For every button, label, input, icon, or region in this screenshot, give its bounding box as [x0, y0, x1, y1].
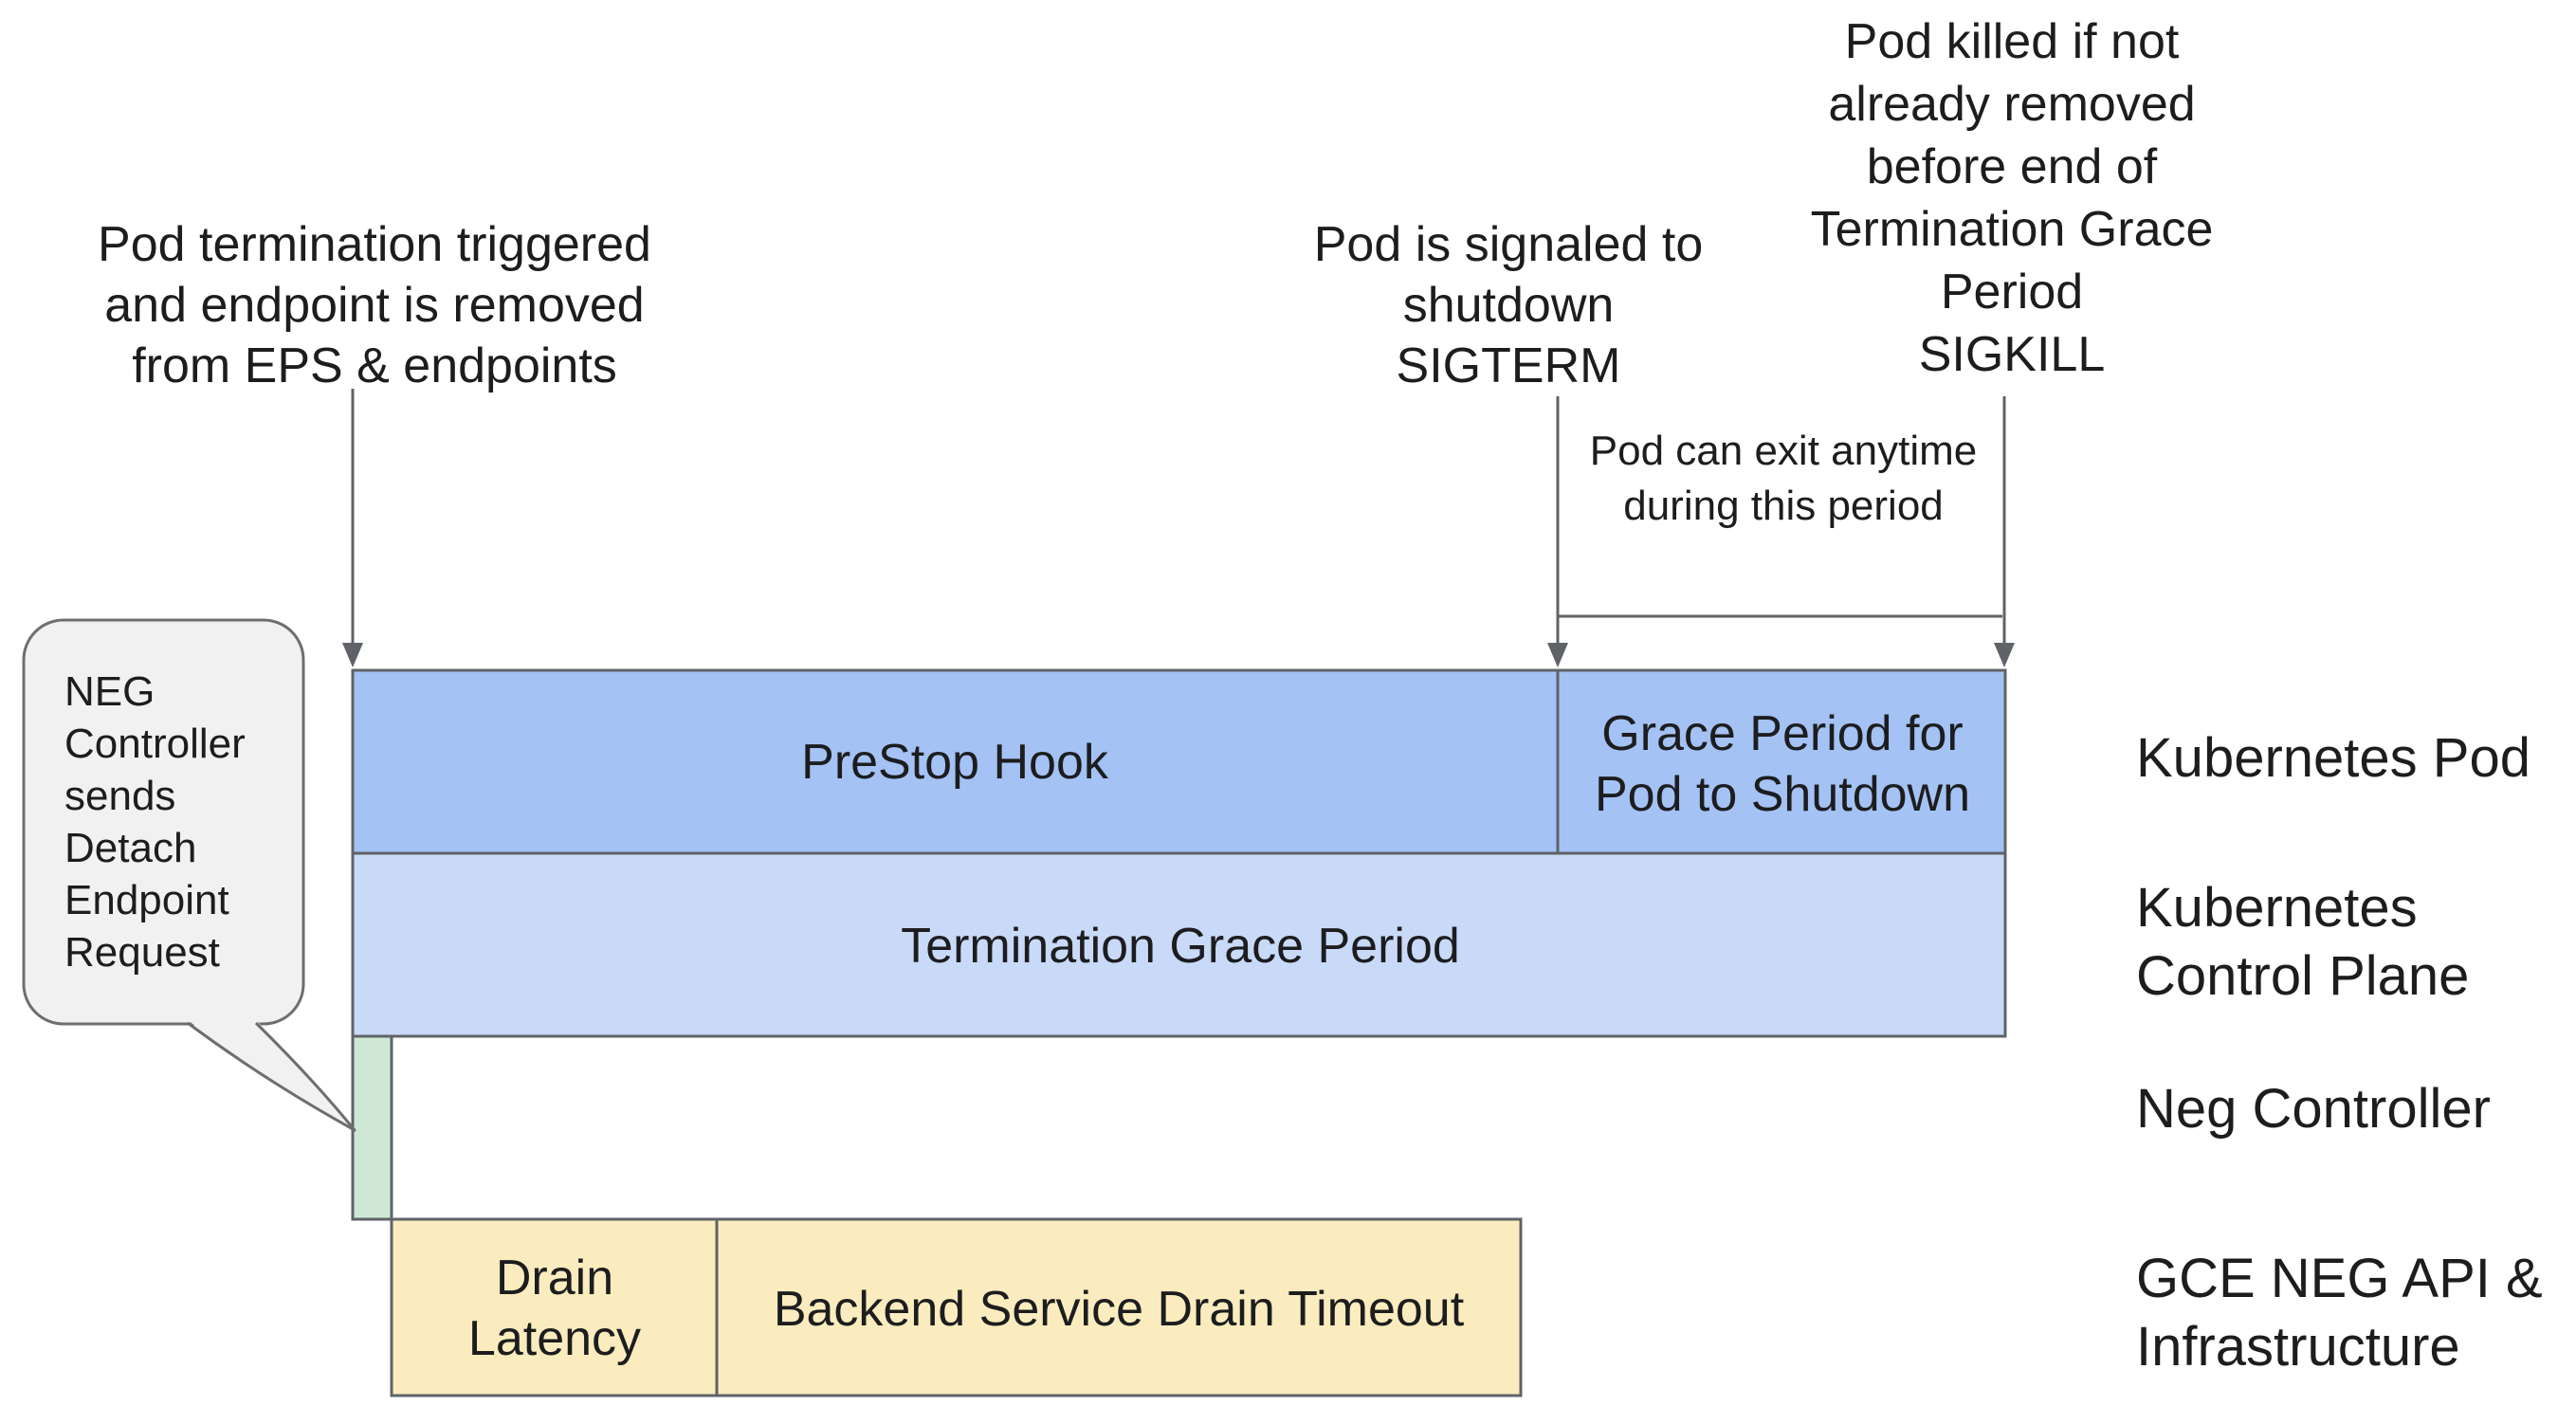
gce-drain-bar [390, 1217, 1523, 1397]
lane-label-gce-neg-api: GCE NEG API & Infrastructure [2136, 1245, 2543, 1381]
annotation-line: Period [1940, 265, 2084, 320]
callout-tail-fill [188, 1020, 355, 1130]
termination-grace-period-label: Termination Grace Period [901, 919, 1460, 974]
annotation-line: before end of [1866, 139, 2158, 194]
annotation-line: and endpoint is removed [104, 278, 645, 333]
annotation-sigterm: Pod is signaled to shutdown SIGTERM [1314, 214, 1704, 396]
annotation-line: Pod killed if not [1844, 14, 2180, 69]
annotation-line: SIGTERM [1396, 338, 1621, 393]
annotation-line: from EPS & endpoints [132, 338, 617, 393]
callout-line: sends [64, 773, 176, 819]
annotation-sigkill: Pod killed if not already removed before… [1811, 10, 2214, 386]
callout-line: NEG [64, 668, 155, 715]
grace-period-label: Grace Period for Pod to Shutdown [1595, 703, 1970, 825]
prestop-hook-label: PreStop Hook [801, 735, 1108, 790]
callout-tail-outline [187, 1021, 356, 1132]
annotation-line: SIGKILL [1918, 327, 2106, 382]
termination-grace-bar [351, 851, 2007, 1038]
lane-label-line: Kubernetes [2136, 877, 2418, 939]
lane-label-kubernetes-pod: Kubernetes Pod [2136, 727, 2530, 789]
annotation-pod-can-exit: Pod can exit anytime during this period [1590, 424, 1977, 534]
bar-label-line: Pod to Shutdown [1594, 767, 1971, 822]
lane-label-line: Infrastructure [2136, 1316, 2460, 1378]
callout-bubble [22, 618, 305, 1026]
neg-controller-bar [351, 1034, 393, 1221]
backend-service-drain-timeout-label: Backend Service Drain Timeout [773, 1282, 1465, 1337]
sigterm-arrow [1547, 396, 1568, 667]
callout-line: Detach [64, 825, 197, 871]
annotation-line: Pod termination triggered [98, 217, 651, 272]
callout-line: Request [64, 929, 220, 976]
callout-line: Controller [64, 721, 246, 767]
lane-label-line: Control Plane [2136, 945, 2470, 1007]
kubernetes-pod-bar [351, 668, 2007, 855]
annotation-line: during this period [1623, 483, 1944, 529]
annotation-line: shutdown [1402, 278, 1615, 333]
annotation-pod-termination: Pod termination triggered and endpoint i… [98, 214, 651, 396]
drain-latency-label: Drain Latency [468, 1248, 641, 1369]
bar-label-line: Drain [495, 1251, 614, 1306]
annotation-line: already removed [1828, 77, 2196, 132]
callout-neg-controller-text: NEG Controller sends Detach Endpoint Req… [64, 666, 246, 978]
annotation-line: Pod can exit anytime [1589, 428, 1978, 474]
bar-label-line: Latency [467, 1311, 642, 1366]
sigkill-arrow [1994, 396, 2015, 667]
lane-label-neg-controller: Neg Controller [2136, 1078, 2491, 1140]
lane-label-kubernetes-control-plane: Kubernetes Control Plane [2136, 874, 2469, 1011]
lane-label-line: GCE NEG API & [2136, 1248, 2543, 1309]
annotation-line: Pod is signaled to [1313, 217, 1704, 272]
callout-line: Endpoint [64, 877, 229, 923]
annotation-line: Termination Grace [1810, 202, 2214, 257]
bar-label-line: Grace Period for [1601, 706, 1964, 761]
pod-termination-arrow [342, 389, 363, 667]
